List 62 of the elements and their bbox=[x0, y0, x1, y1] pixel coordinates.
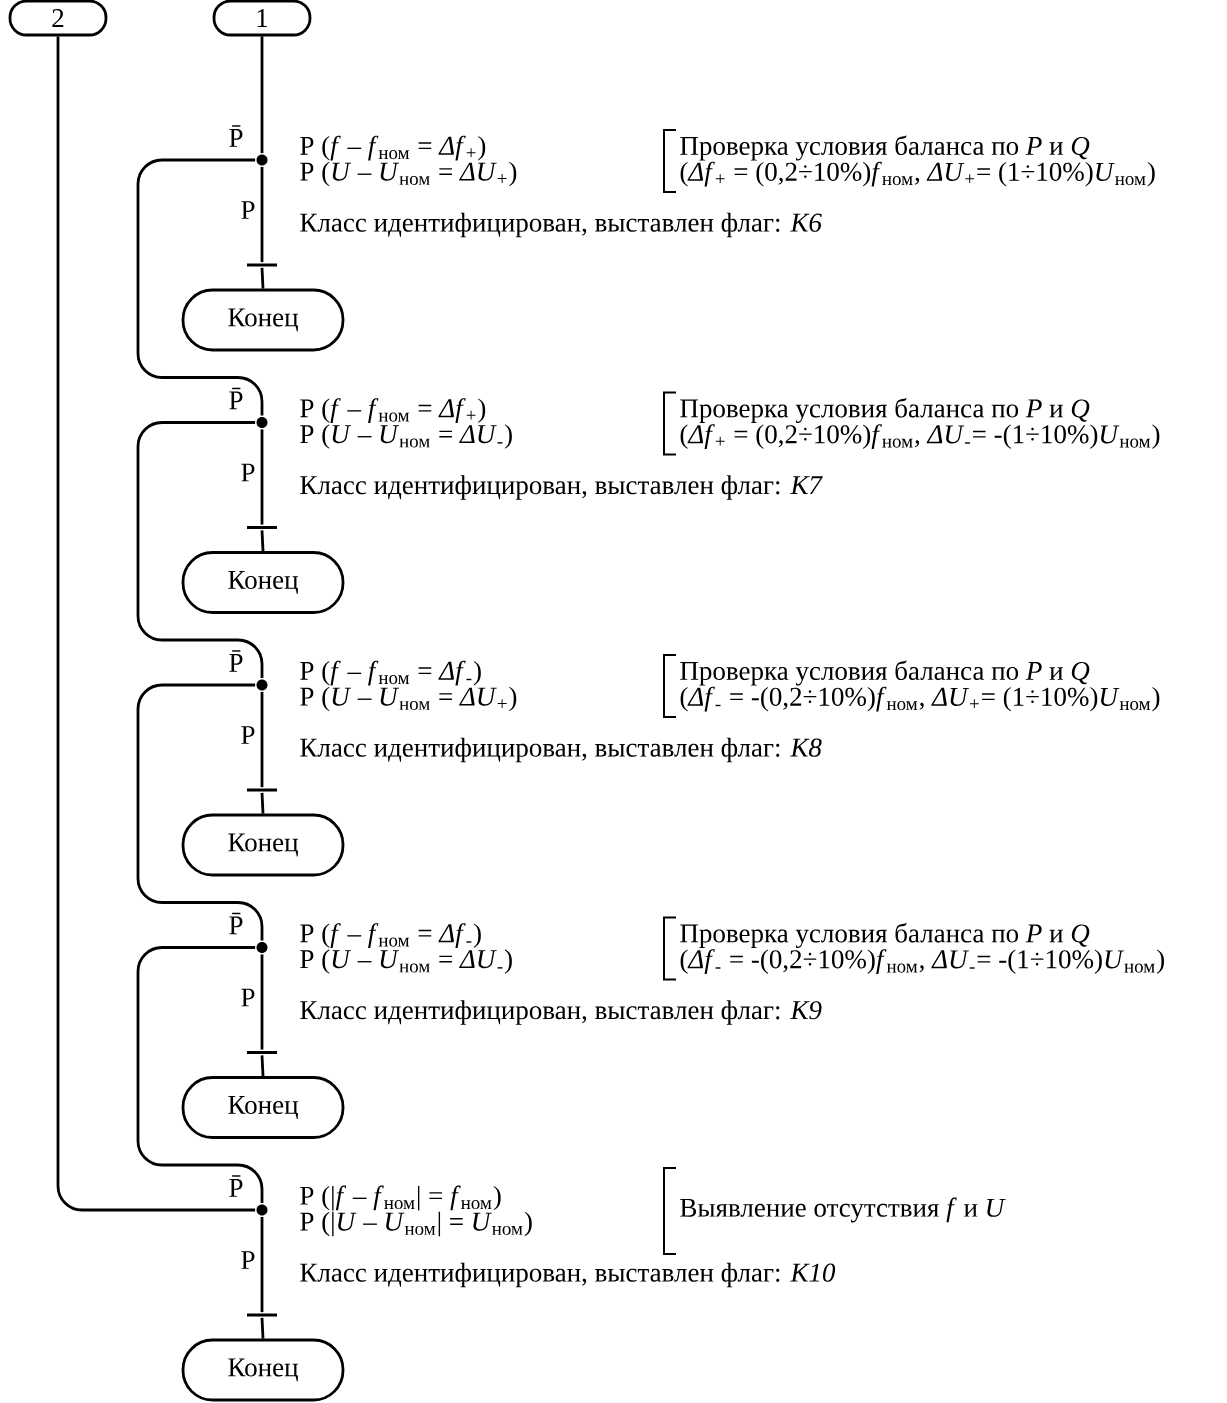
flow-line bbox=[136, 158, 264, 416]
condition-text: P (f – f$_{ном}$ = Δf$_{+}$) bbox=[300, 135, 486, 161]
condition-text: P (U – U$_{ном}$ = ΔU$_{-}$) bbox=[300, 424, 512, 449]
transition-bar bbox=[247, 526, 277, 529]
condition-text: P (f – f$_{ном}$ = Δf$_{+}$) bbox=[300, 398, 486, 423]
condition-text: P (U – U$_{ном}$ = ΔU$_{-}$) bbox=[300, 949, 512, 974]
condition-text: P (U – U$_{ном}$ = ΔU$_{+}$) bbox=[300, 161, 517, 187]
flow-line bbox=[260, 36, 264, 154]
note-text: Проверка условия баланса по P и Q bbox=[680, 397, 1090, 424]
flow-line bbox=[260, 429, 264, 525]
flow-line bbox=[260, 792, 265, 814]
note-text: Выявление отсутствия f и U bbox=[680, 1197, 1006, 1223]
edge-label: P̄ bbox=[229, 912, 243, 935]
flow-line bbox=[136, 421, 264, 679]
condition-text: P (|f – f$_{ном}$| = f$_{ном}$) bbox=[300, 1185, 501, 1211]
flag-text: Класс идентифицирован, выставлен флаг: К10 bbox=[300, 1262, 836, 1288]
end-terminal: Конец bbox=[181, 551, 345, 614]
connector-terminal: 1 bbox=[212, 0, 312, 37]
edge-label: P̄ bbox=[229, 650, 243, 672]
edge-label: P bbox=[241, 988, 255, 1007]
note-text: (Δf$_{+}$ = (0,2÷10%)f$_{ном}$, ΔU$_{-}$= -(1÷10%)U$_{ном}$) bbox=[680, 424, 1160, 449]
edge-label: P bbox=[241, 726, 255, 744]
flag-text: Класс идентифицирован, выставлен флаг: К8 bbox=[300, 737, 822, 763]
edge-label: P̄ bbox=[229, 1175, 243, 1197]
flag-text: Класс идентифицирован, выставлен флаг: К9 bbox=[300, 1000, 822, 1025]
edge-label: P̄ bbox=[229, 387, 243, 410]
note-text: Проверка условия баланса по P и Q bbox=[680, 922, 1090, 949]
flow-line bbox=[260, 166, 264, 263]
flow-line bbox=[260, 530, 265, 552]
note-text: (Δf$_{-}$ = -(0,2÷10%)f$_{ном}$, ΔU$_{+}$= (1÷10%)U$_{ном}$) bbox=[680, 686, 1160, 712]
condition-text: P (U – U$_{ном}$ = ΔU$_{+}$) bbox=[300, 686, 517, 712]
flow-line bbox=[136, 946, 264, 1204]
flow-line bbox=[136, 683, 264, 941]
flow-line bbox=[260, 1055, 265, 1077]
transition-bar bbox=[247, 1051, 277, 1054]
condition-text: P (f – f$_{ном}$ = Δf$_{-}$) bbox=[300, 660, 481, 686]
flow-line bbox=[260, 267, 265, 289]
edge-label: P bbox=[241, 1251, 255, 1269]
flow-line bbox=[260, 1317, 265, 1339]
note-text: (Δf$_{+}$ = (0,2÷10%)f$_{ном}$, ΔU$_{+}$= (1÷10%)U$_{ном}$) bbox=[680, 161, 1155, 187]
end-terminal: Конец bbox=[181, 1338, 345, 1402]
end-terminal: Конец bbox=[181, 288, 345, 352]
condition-text: P (f – f$_{ном}$ = Δf$_{-}$) bbox=[300, 923, 481, 948]
flag-text: Класс идентифицирован, выставлен флаг: К7 bbox=[300, 475, 823, 500]
transition-bar bbox=[247, 263, 277, 267]
end-terminal: Конец bbox=[181, 813, 345, 877]
note-text: Проверка условия баланса по P и Q bbox=[680, 660, 1090, 686]
note-text: (Δf$_{-}$ = -(0,2÷10%)f$_{ном}$, ΔU$_{-}$= -(1÷10%)U$_{ном}$) bbox=[680, 949, 1164, 974]
connector-terminal: 2 bbox=[8, 0, 108, 37]
transition-bar bbox=[247, 1313, 277, 1317]
edge-label: P̄ bbox=[229, 125, 243, 147]
flow-line bbox=[260, 954, 264, 1050]
flag-text: Класс идентифицирован, выставлен флаг: К6 bbox=[300, 212, 822, 238]
transition-bar bbox=[247, 788, 277, 792]
flow-line bbox=[260, 691, 264, 788]
end-terminal: Конец bbox=[181, 1076, 345, 1139]
edge-label: P bbox=[241, 201, 255, 219]
condition-text: P (|U – U$_{ном}$| = U$_{ном}$) bbox=[300, 1211, 532, 1237]
flow-line bbox=[56, 36, 256, 1212]
edge-label: P bbox=[241, 463, 255, 482]
flow-line bbox=[260, 1216, 264, 1313]
note-text: Проверка условия баланса по P и Q bbox=[680, 135, 1090, 161]
